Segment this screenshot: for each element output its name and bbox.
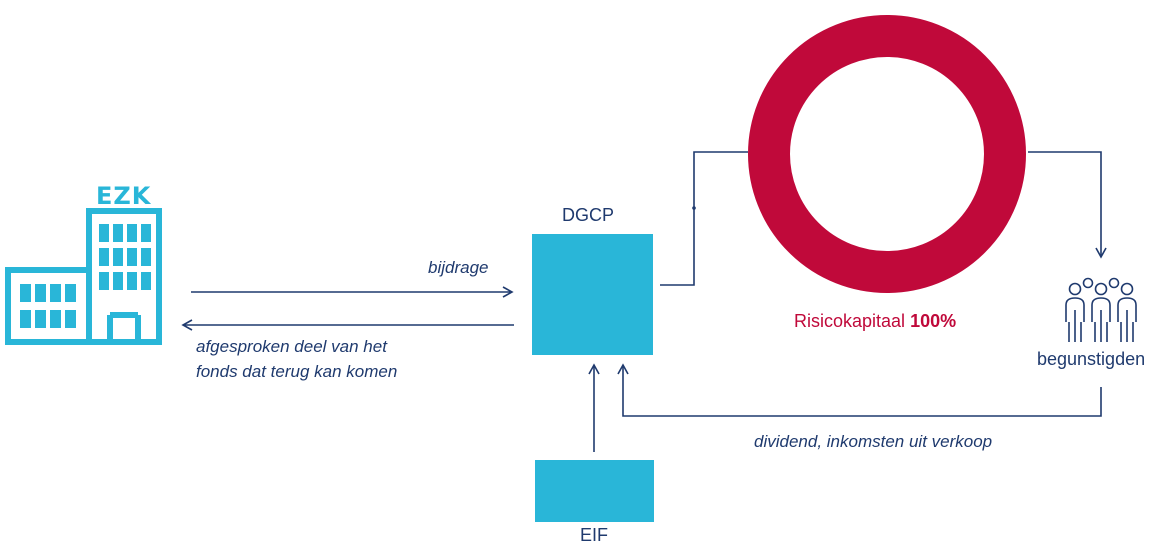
risicokapitaal-text: Risicokapitaal [794,311,906,331]
eif-label: EIF [580,525,609,545]
risicokapitaal-ring [748,15,1026,293]
return-label-line2: fonds dat terug kan komen [196,362,398,381]
bijdrage-label: bijdrage [428,258,489,277]
connectors [181,151,1107,452]
risicokapitaal-label: Risicokapitaal 100% [794,311,956,332]
eif-box [535,460,654,522]
building-windows [20,224,151,328]
dividend-label: dividend, inkomsten uit verkoop [754,432,993,451]
ring-to-beneficiaries-arrow [1028,151,1107,259]
building-icon [5,208,162,345]
beneficiaries-label: begunstigden [1037,349,1146,369]
people-group-icon [1065,277,1137,342]
dividend-arrow [617,363,1102,417]
risicokapitaal-percent: 100% [910,311,957,331]
return-label-line1: afgesproken deel van het [196,337,387,356]
ezk-label: EZK [96,182,152,210]
dgcp-box [532,234,653,355]
dgcp-to-ring-line [660,151,748,286]
dgcp-label: DGCP [562,205,615,225]
